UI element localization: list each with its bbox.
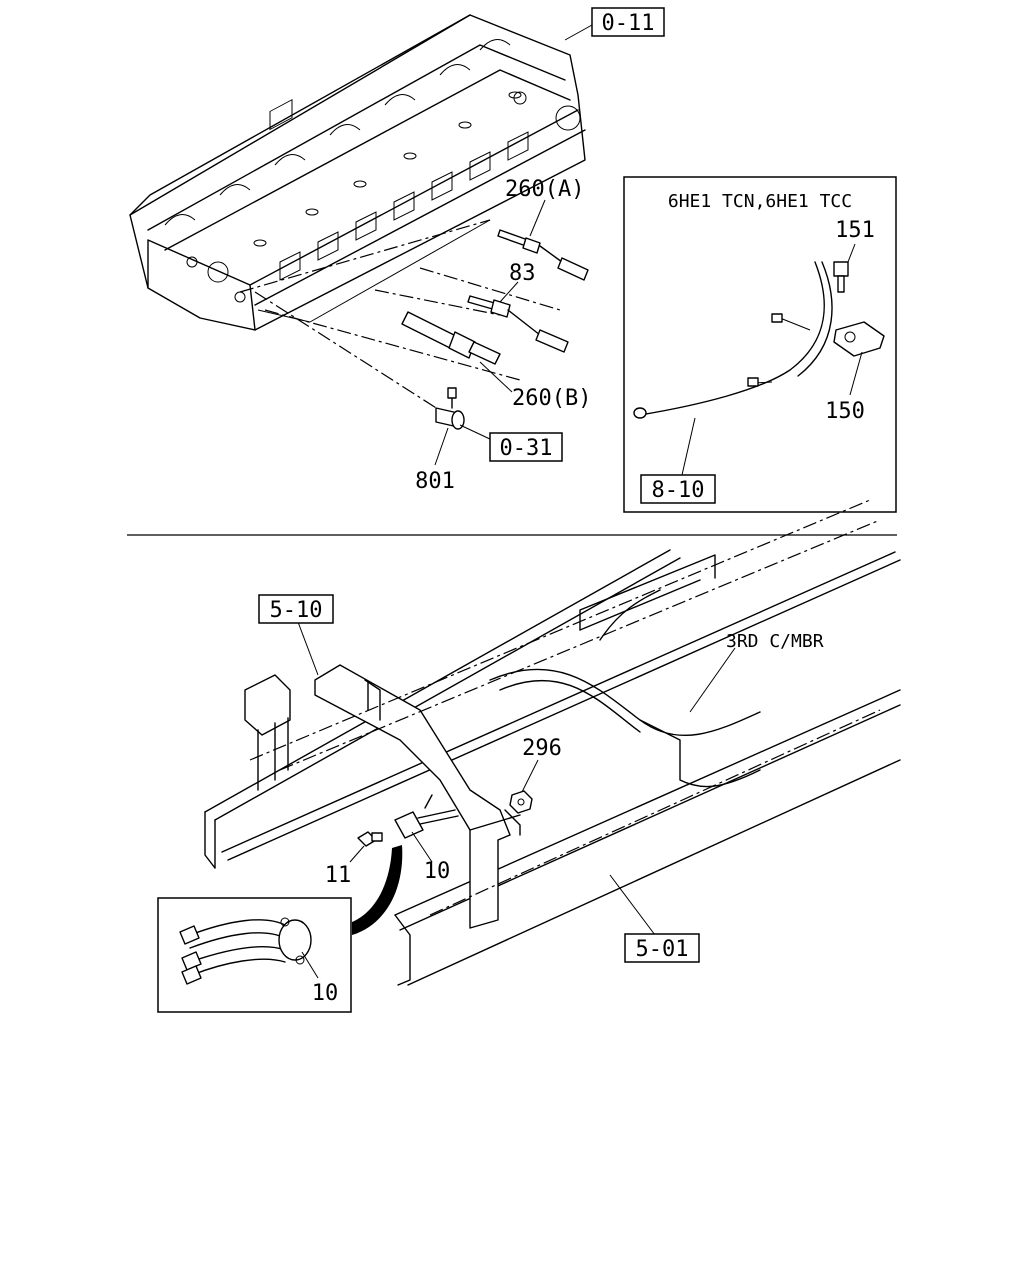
part-number-296: 296 — [522, 736, 562, 761]
part-number-10-detail: 10 — [312, 981, 339, 1006]
inset-title: 6HE1 TCN,6HE1 TCC — [668, 191, 852, 212]
part-number-11: 11 — [325, 863, 352, 888]
wiring-harness-drawing — [633, 261, 885, 419]
sensor-260a-drawing — [497, 229, 589, 281]
detail-callout-arrow — [352, 845, 403, 935]
sensor-260b-drawing — [401, 311, 501, 365]
nut-296-drawing — [509, 790, 533, 814]
ref-label-crossmember: 5-10 — [270, 598, 323, 623]
part-number-260b: 260(B) — [512, 386, 591, 411]
part-number-151: 151 — [835, 218, 875, 243]
ref-label-cylinder-head: 0-11 — [602, 11, 655, 36]
ref-label-bracket: 0-31 — [500, 436, 553, 461]
ref-label-harness: 8-10 — [652, 478, 705, 503]
sensor-83-drawing — [467, 295, 569, 353]
bolt-11-drawing — [357, 831, 383, 847]
ref-label-frame: 5-01 — [636, 937, 689, 962]
switch-10-drawing — [394, 794, 459, 839]
part-number-150: 150 — [825, 399, 865, 424]
switch-detail-drawing — [179, 917, 312, 985]
part-number-260a: 260(A) — [505, 177, 584, 202]
chassis-frame-drawing — [204, 499, 901, 986]
fitting-801-drawing — [435, 387, 465, 430]
part-number-801: 801 — [415, 469, 455, 494]
part-number-10: 10 — [424, 859, 451, 884]
cylinder-head-drawing — [129, 14, 586, 331]
annotation-crossmember: 3RD C/MBR — [726, 631, 824, 652]
part-number-83: 83 — [509, 261, 536, 286]
